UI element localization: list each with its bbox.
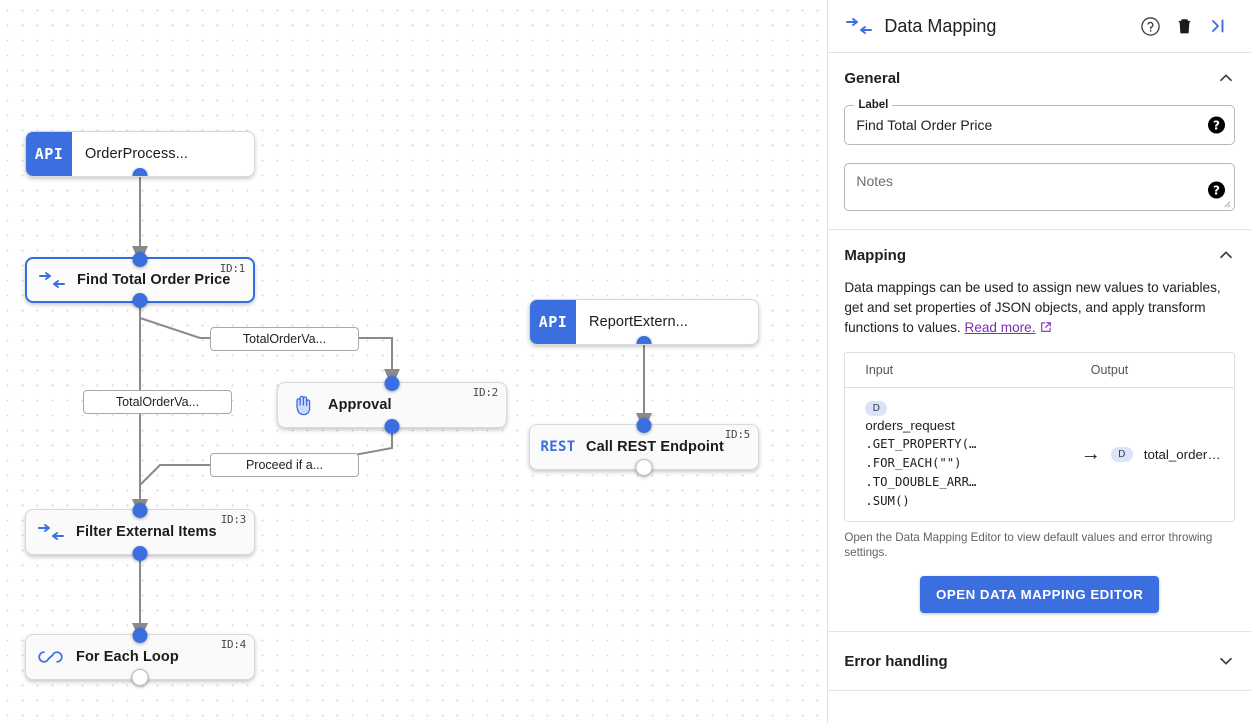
help-circle-icon[interactable]	[1133, 9, 1167, 43]
node-input-port[interactable]	[384, 376, 400, 391]
mapping-table-header: Input Output	[845, 353, 1234, 388]
node-id-badge: ID:4	[220, 638, 247, 651]
mapping-footer-note: Open the Data Mapping Editor to view def…	[844, 531, 1213, 559]
rest-badge-icon: REST	[540, 439, 576, 455]
read-more-link[interactable]: Read more.	[964, 320, 1036, 335]
table-row[interactable]: D orders_request .GET_PROPERTY(… .FOR_EA…	[845, 388, 1234, 521]
node-id-badge: ID:1	[219, 262, 246, 275]
data-mapping-arrows-icon	[27, 272, 77, 288]
section-general: General Label Find Total Order Price ? N…	[828, 53, 1251, 230]
chevron-down-icon	[1220, 657, 1232, 665]
notes-field[interactable]: Notes ?	[844, 163, 1235, 211]
edge-label[interactable]: TotalOrderVa...	[210, 327, 359, 351]
mapping-button-row: OPEN DATA MAPPING EDITOR	[844, 576, 1235, 613]
input-expression-line: .TO_DOUBLE_ARR…	[865, 475, 977, 489]
workflow-canvas[interactable]: API OrderProcess... Find Total Order Pri…	[0, 0, 829, 723]
properties-panel: Data Mapping	[828, 0, 1251, 723]
node-label: Filter External Items	[76, 524, 217, 540]
node-report-external[interactable]: API ReportExtern...	[529, 299, 759, 345]
mapping-description-text: Data mappings can be used to assign new …	[844, 280, 1221, 335]
node-output-port[interactable]	[636, 336, 652, 344]
node-id-badge: ID:2	[472, 386, 499, 399]
mapping-input-expression: orders_request .GET_PROPERTY(… .FOR_EACH…	[865, 416, 1070, 511]
node-label: For Each Loop	[76, 649, 179, 665]
mapping-table: Input Output D orders_request .GET_PROPE…	[844, 352, 1235, 522]
open-data-mapping-editor-button[interactable]: OPEN DATA MAPPING EDITOR	[920, 576, 1160, 613]
mapping-description: Data mappings can be used to assign new …	[844, 278, 1235, 338]
notes-field-placeholder: Notes	[856, 173, 893, 189]
section-title: Error handling	[844, 652, 948, 670]
help-question-icon[interactable]: ?	[1208, 181, 1225, 199]
section-title: General	[844, 69, 901, 87]
node-input-port[interactable]	[132, 503, 148, 518]
node-output-port[interactable]	[132, 293, 148, 308]
edge-label[interactable]: Proceed if a...	[210, 453, 359, 477]
node-input-port[interactable]	[132, 628, 148, 643]
node-label: OrderProcess...	[85, 146, 189, 162]
node-input-port[interactable]	[132, 252, 148, 267]
node-label: Find Total Order Price	[77, 272, 231, 288]
trash-icon[interactable]	[1167, 9, 1201, 43]
section-error-handling-header[interactable]: Error handling	[844, 652, 1235, 670]
chevron-up-icon	[1220, 251, 1232, 259]
node-label: Approval	[328, 397, 392, 413]
section-mapping: Mapping Data mappings can be used to ass…	[828, 230, 1251, 632]
section-error-handling: Error handling	[828, 632, 1251, 691]
hand-raised-icon	[278, 394, 328, 416]
section-mapping-header[interactable]: Mapping	[844, 246, 1235, 264]
resize-handle-icon[interactable]	[1222, 199, 1231, 208]
column-header-output: Output	[1090, 363, 1129, 377]
node-output-port[interactable]	[384, 419, 400, 434]
node-call-rest-endpoint[interactable]: REST Call REST Endpoint ID:5	[529, 418, 759, 476]
data-mapping-arrows-icon	[26, 524, 76, 540]
output-variable-name: total_order…	[1143, 447, 1221, 462]
node-input-port[interactable]	[636, 418, 652, 433]
mapping-arrow-icon: →	[1080, 443, 1101, 465]
page-title: Data Mapping	[884, 15, 997, 36]
mapping-output-cell: D total_order…	[1110, 447, 1221, 462]
input-expression-line: .FOR_EACH("")	[865, 456, 962, 470]
output-type-chip: D	[1110, 447, 1133, 462]
collapse-panel-icon[interactable]	[1201, 9, 1235, 43]
node-label: Call REST Endpoint	[586, 439, 724, 455]
api-badge-icon: API	[530, 300, 576, 344]
node-approval[interactable]: Approval ID:2	[277, 376, 507, 434]
node-order-process[interactable]: API OrderProcess...	[25, 131, 255, 177]
node-output-port[interactable]	[132, 168, 148, 176]
section-title: Mapping	[844, 246, 906, 264]
api-badge-icon: API	[26, 132, 72, 176]
data-mapping-arrows-icon	[846, 18, 876, 34]
node-output-port[interactable]	[131, 669, 149, 686]
node-output-port[interactable]	[635, 459, 653, 476]
label-field[interactable]: Label Find Total Order Price ?	[844, 99, 1235, 145]
node-output-port[interactable]	[132, 546, 148, 561]
panel-header: Data Mapping	[828, 0, 1251, 53]
input-expression-line: .SUM()	[865, 494, 910, 508]
node-id-badge: ID:5	[724, 428, 751, 441]
edge-connector-layer	[132, 175, 652, 641]
node-label: ReportExtern...	[589, 314, 689, 330]
mapping-input-cell: D orders_request .GET_PROPERTY(… .FOR_EA…	[845, 398, 1070, 511]
column-header-input: Input	[865, 363, 894, 377]
label-field-legend: Label	[854, 99, 893, 111]
infinity-loop-icon	[26, 649, 76, 665]
section-general-header[interactable]: General	[844, 69, 1235, 87]
chevron-up-icon	[1220, 74, 1232, 82]
input-variable-name: orders_request	[865, 418, 955, 433]
node-find-total-order-price[interactable]: Find Total Order Price ID:1	[25, 252, 255, 308]
external-link-icon[interactable]	[1040, 321, 1052, 333]
node-filter-external-items[interactable]: Filter External Items ID:3	[25, 503, 255, 561]
input-type-chip: D	[865, 401, 888, 416]
node-id-badge: ID:3	[220, 513, 247, 526]
node-for-each-loop[interactable]: For Each Loop ID:4	[25, 628, 255, 686]
label-field-value: Find Total Order Price	[856, 117, 993, 133]
edge-label[interactable]: TotalOrderVa...	[83, 390, 232, 414]
help-question-icon[interactable]: ?	[1208, 116, 1225, 134]
input-expression-line: .GET_PROPERTY(…	[865, 437, 977, 451]
